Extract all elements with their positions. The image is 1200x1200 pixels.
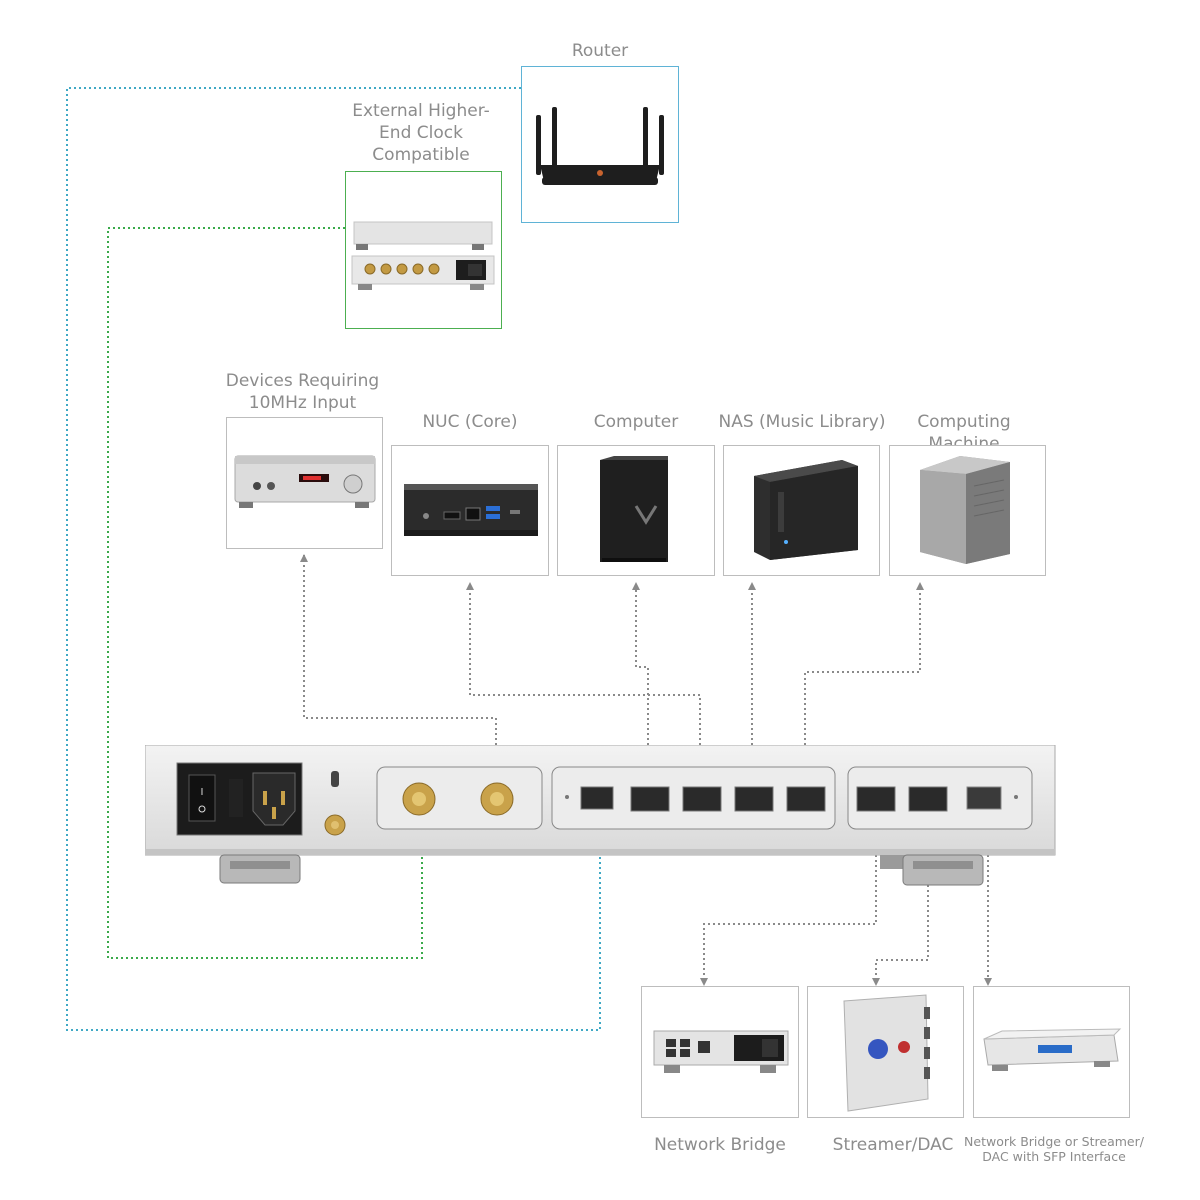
wire-10mhz xyxy=(303,555,497,785)
ethernet-ports xyxy=(580,786,826,812)
network-bridge-label: Network Bridge xyxy=(654,1135,786,1155)
svg-text:I: I xyxy=(201,787,204,798)
router-icon xyxy=(536,107,664,185)
ground-terminal xyxy=(324,771,346,836)
arrowheads xyxy=(300,554,992,986)
wire-clock xyxy=(107,227,423,959)
network-bridge-box xyxy=(641,986,799,1118)
wire-nuc xyxy=(469,585,701,785)
network-bridge-icon xyxy=(653,1030,789,1073)
clock-panel xyxy=(376,766,543,830)
streamer-dac-label: Streamer/DAC xyxy=(832,1135,954,1155)
power-inlet: I xyxy=(176,762,303,836)
sfp-device-box xyxy=(973,986,1130,1118)
nuc-box xyxy=(391,445,549,576)
computer-box xyxy=(557,445,715,576)
router-label: Router xyxy=(571,41,629,61)
clock-box xyxy=(345,171,502,329)
computing-machine-box xyxy=(889,445,1046,576)
sfp-device-label: Network Bridge or Streamer/ DAC with SFP… xyxy=(964,1134,1144,1164)
network-switch: I xyxy=(145,745,1056,886)
nas-icon xyxy=(754,460,858,560)
router-box xyxy=(521,66,679,223)
wire-router xyxy=(66,87,601,1031)
nas-box xyxy=(723,445,880,576)
wire-computer xyxy=(635,585,649,785)
nas-label: NAS (Music Library) xyxy=(718,412,886,432)
computer-label: Computer xyxy=(593,412,679,432)
wire-bridge xyxy=(703,815,877,982)
workstation-icon xyxy=(920,456,1010,564)
nuc-icon xyxy=(404,484,538,536)
amplifier-icon xyxy=(234,455,376,508)
clock-device-icon xyxy=(351,221,495,290)
sfp-device-icon xyxy=(983,1028,1122,1071)
streamer-dac-icon xyxy=(843,994,930,1112)
feet xyxy=(219,854,984,886)
devices-10mhz-box xyxy=(226,417,383,549)
computer-tower-icon xyxy=(600,456,668,562)
devices-10mhz-label: Devices Requiring 10MHz Input xyxy=(225,371,380,413)
streamer-dac-box xyxy=(807,986,964,1118)
wire-computing xyxy=(804,585,921,785)
nuc-label: NUC (Core) xyxy=(422,412,518,432)
clock-label: External Higher- End Clock Compatible xyxy=(352,101,490,165)
output-ports xyxy=(856,786,1002,812)
wire-dac xyxy=(875,815,929,982)
